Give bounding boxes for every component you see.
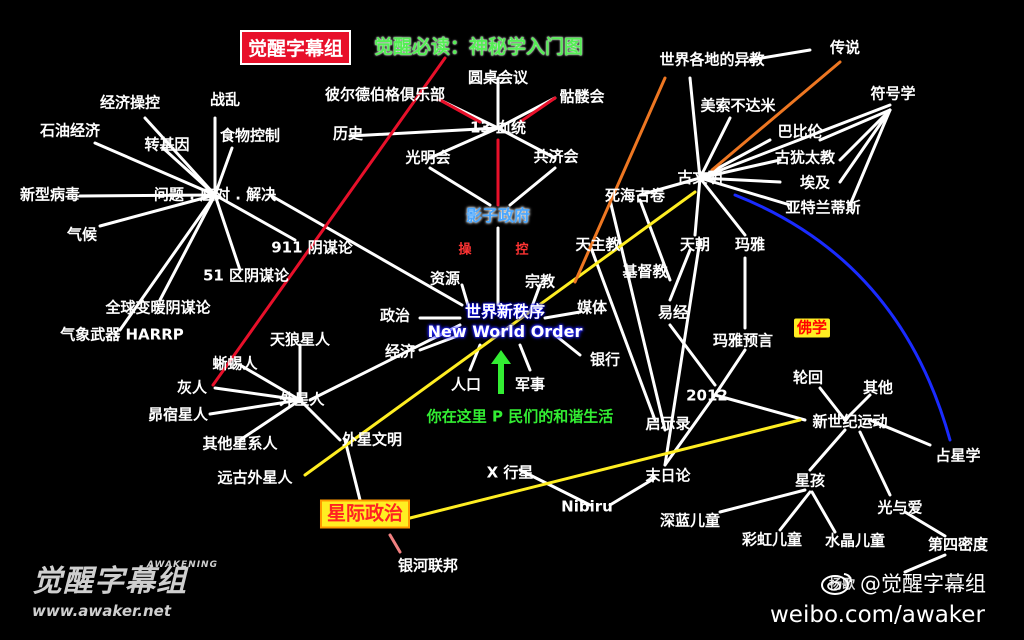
node-economic-control: 经济操控 xyxy=(99,93,161,112)
node-problem-reaction-solution: 问题 . 应对 . 解决 xyxy=(153,185,277,204)
node-religion: 宗教 xyxy=(524,272,556,291)
node-ancient-civilization: 古文明 xyxy=(677,168,723,187)
logo-url: www.awaker.net xyxy=(32,602,172,620)
node-economy: 经济 xyxy=(384,342,416,361)
node-mesopotamia: 美索不达米 xyxy=(700,96,776,115)
node-alien-civilization: 外星文明 xyxy=(341,430,403,449)
colored-connectors xyxy=(211,56,952,554)
node-13-bloodlines: 13 血统 xyxy=(469,118,527,137)
label-manipulate-a: 操 xyxy=(458,242,472,258)
node-petroleum-economy: 石油经济 xyxy=(39,121,101,140)
node-global-warming: 全球变暖阴谋论 xyxy=(105,298,211,317)
weibo-handle: @觉醒字幕组 xyxy=(860,572,986,596)
node-pleiadians: 昴宿星人 xyxy=(147,405,209,424)
node-maya-prophecy: 玛雅预言 xyxy=(712,331,774,350)
node-nibiru: Nibiru xyxy=(561,497,613,516)
node-ancient-judaism: 古犹太教 xyxy=(774,148,836,167)
node-resources: 资源 xyxy=(429,269,461,288)
node-911: 911 阴谋论 xyxy=(271,238,353,257)
awaker-logo: 觉醒字幕组 AWAKENING www.awaker.net xyxy=(32,556,217,620)
node-maya: 玛雅 xyxy=(734,235,766,254)
node-banks: 银行 xyxy=(589,350,621,369)
node-revelation: 启示录 xyxy=(645,414,691,433)
label-manipulate-b: 控 xyxy=(515,242,529,258)
node-media: 媒体 xyxy=(576,298,608,317)
orange-line-legends xyxy=(710,60,842,172)
green-arrow-icon xyxy=(491,350,511,394)
node-babylon: 巴比伦 xyxy=(777,122,823,141)
weibo-watermark: @觉醒字幕组 weibo.com/awaker xyxy=(770,568,986,628)
node-haarp: 气象武器 HARRP xyxy=(60,325,184,344)
node-2012: 2012 xyxy=(686,386,728,405)
node-symbology: 符号学 xyxy=(870,84,916,103)
node-greys: 灰人 xyxy=(176,378,208,397)
yellow-line-interstellar-to-newage xyxy=(408,418,802,520)
node-illuminati: 光明会 xyxy=(405,148,451,167)
node-reincarnation: 轮回 xyxy=(792,368,824,387)
node-sirians: 天狼星人 xyxy=(269,330,331,349)
node-war: 战乱 xyxy=(209,90,241,109)
logo-text: 觉醒字幕组 xyxy=(32,564,187,599)
node-egypt: 埃及 xyxy=(799,173,831,192)
node-skull-bones: 骷髅会 xyxy=(559,87,605,106)
node-climate: 气候 xyxy=(66,225,98,244)
node-round-table: 圆桌会议 xyxy=(467,68,529,87)
subtitle: 觉醒必读：神秘学入门图 xyxy=(374,36,584,58)
weibo-handle-row: @觉醒字幕组 xyxy=(820,568,986,598)
red-line-skullbones xyxy=(518,96,557,124)
node-i-ching: 易经 xyxy=(657,303,689,322)
node-history: 历史 xyxy=(332,124,364,143)
node-apocrypha: 天朝 xyxy=(679,235,711,254)
brand-title: 觉醒字幕组 xyxy=(240,30,352,65)
yellow-line-ancient-alien-to-ancient-civ xyxy=(303,190,697,477)
node-politics: 政治 xyxy=(379,306,411,325)
nwo-english: New World Order xyxy=(427,322,583,341)
pink-line-galactic xyxy=(388,533,402,554)
nwo-chinese: 世界新秩序 xyxy=(464,302,545,321)
node-shadow-government: 影子政府 xyxy=(465,206,531,225)
node-astrology: 占星学 xyxy=(935,446,981,465)
node-christianity: 基督教 xyxy=(622,262,668,281)
node-buddhism: 佛学 xyxy=(793,318,831,338)
node-military: 军事 xyxy=(514,375,546,394)
node-galactic-federation: 银河联邦 xyxy=(397,556,459,575)
node-ancient-aliens: 远古外星人 xyxy=(217,468,293,487)
node-bilderberg: 彼尔德伯格俱乐部 xyxy=(324,85,446,104)
red-line-bloodline-to-greys xyxy=(211,56,447,387)
node-reptilians: 蜥蜴人 xyxy=(212,354,258,373)
node-new-world-order: 世界新秩序 New World Order xyxy=(428,304,583,340)
weibo-icon xyxy=(821,573,852,595)
node-crystal-children: 水晶儿童 xyxy=(824,531,886,550)
node-dead-sea-scrolls: 死海古卷 xyxy=(604,186,666,205)
node-gmo: 转基因 xyxy=(144,135,190,154)
weibo-url: weibo.com/awaker xyxy=(770,602,985,628)
node-food-control: 食物控制 xyxy=(219,126,281,145)
node-rainbow-children: 彩虹儿童 xyxy=(741,530,803,549)
node-aliens: 外星人 xyxy=(279,390,325,409)
node-others: 其他 xyxy=(862,378,894,397)
node-star-children: 星孩 xyxy=(794,471,826,490)
node-area51: 51 区阴谋论 xyxy=(202,266,290,285)
node-catholicism: 天主教 xyxy=(575,235,621,254)
node-indigo-children: 深蓝儿童 xyxy=(659,511,721,530)
node-new-age: 新世纪运动 xyxy=(812,412,888,431)
node-fourth-density: 第四密度 xyxy=(927,535,989,554)
node-population: 人口 xyxy=(450,375,482,394)
node-interstellar-politics: 星际政治 xyxy=(319,499,411,529)
orange-line-myths xyxy=(573,76,667,284)
node-atlantis: 亚特兰蒂斯 xyxy=(785,198,861,217)
node-legends: 传说 xyxy=(829,38,861,57)
red-line-bilderberg xyxy=(438,98,482,124)
logo-tag: AWAKENING xyxy=(147,560,218,570)
node-new-virus: 新型病毒 xyxy=(19,185,81,204)
node-world-myths: 世界各地的异教 xyxy=(659,50,765,69)
node-planet-x: X 行星 xyxy=(486,463,534,482)
node-freemasons: 共济会 xyxy=(533,147,579,166)
node-other-star-systems: 其他星系人 xyxy=(202,434,278,453)
node-doomsday: 末日论 xyxy=(645,466,691,485)
blue-line-astrology xyxy=(733,193,952,442)
node-light-love: 光与爱 xyxy=(877,498,923,517)
you-are-here-label: 你在这里 P 民们的和谐生活 xyxy=(426,407,614,426)
